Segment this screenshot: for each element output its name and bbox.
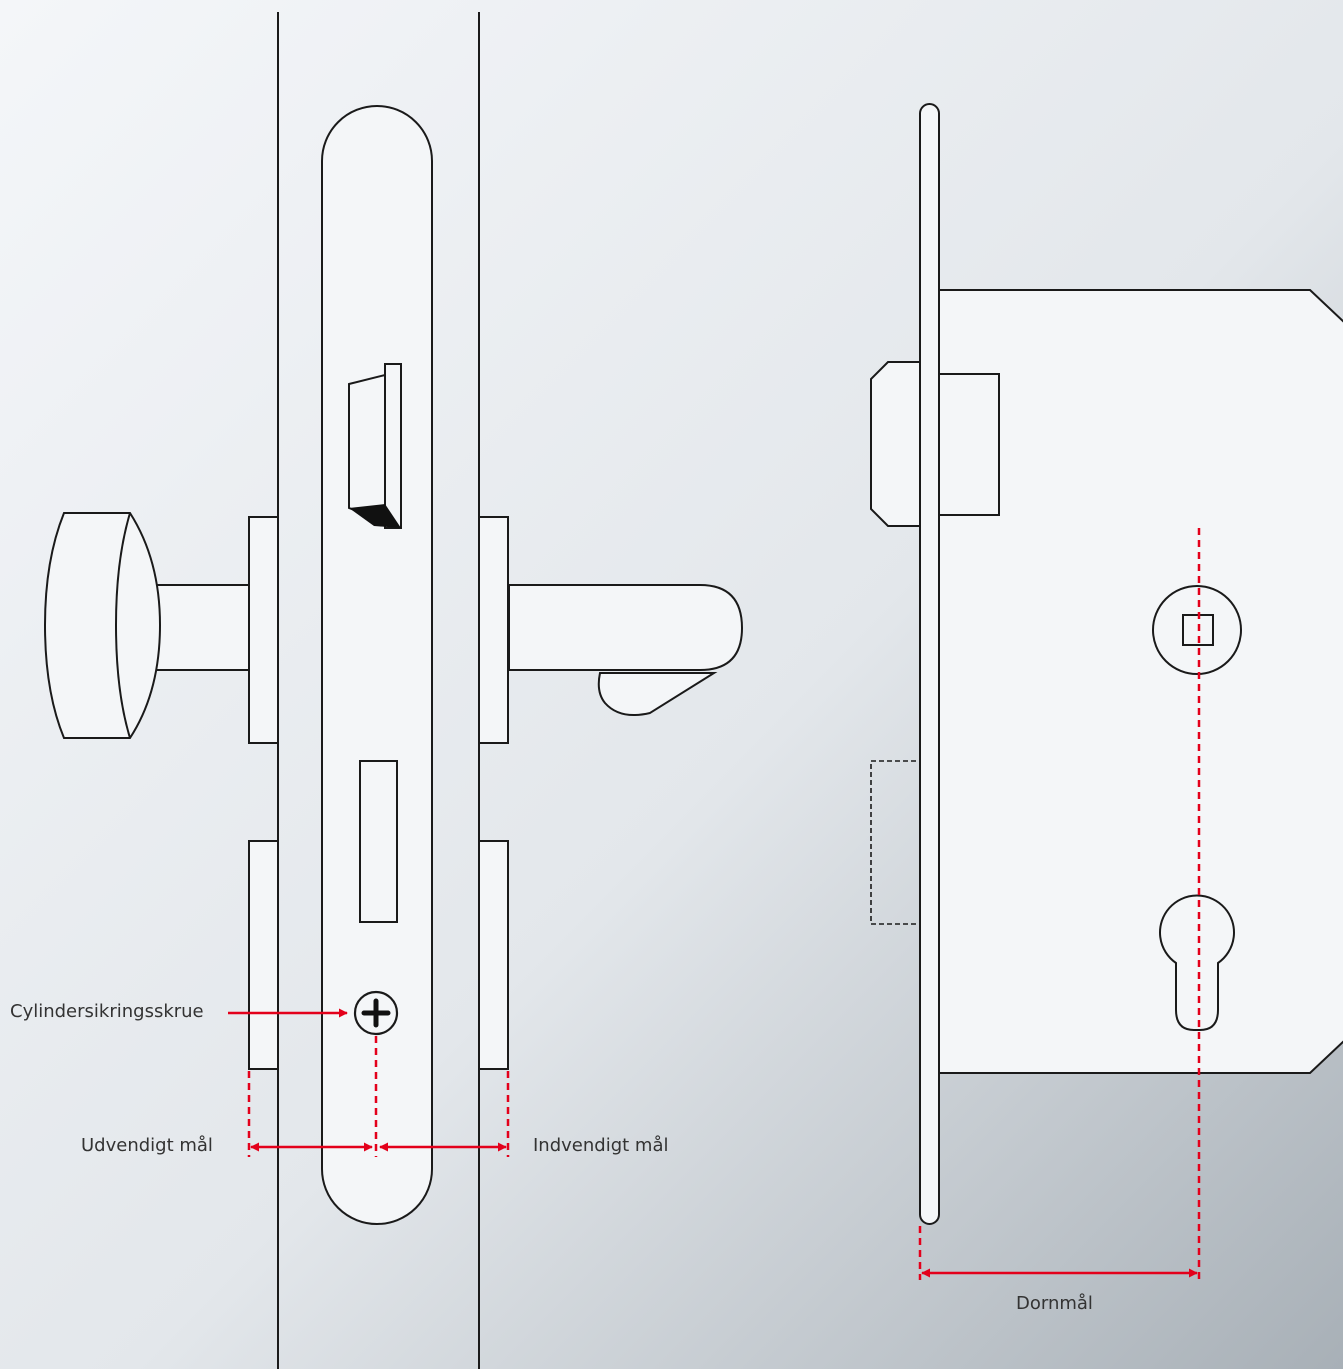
inner-lever-handle [508, 584, 744, 671]
lock-faceplate [321, 105, 433, 1225]
outer-knob-face-edge [114, 512, 131, 739]
latch [348, 363, 402, 529]
hidden-bolt-outline [870, 760, 921, 925]
lock-faceplate-side [919, 103, 940, 1225]
backset-label: Dornmål [1016, 1293, 1093, 1314]
outer-knob [43, 512, 162, 739]
outer-cylinder-rose [248, 840, 279, 1070]
bolt-slot [359, 760, 398, 923]
inner-lever-tip [597, 672, 718, 716]
latch-bolt [870, 361, 921, 527]
dimension-lines [228, 528, 1201, 1280]
outside-measure-label: Udvendigt mål [81, 1135, 213, 1156]
inner-cylinder-rose [478, 840, 509, 1070]
cylinder-screw-icon [353, 990, 399, 1036]
inner-rose [478, 516, 509, 744]
cylinder-keyhole [1159, 894, 1235, 1031]
outer-rose [248, 516, 279, 744]
cylinder-screw-label: Cylindersikringsskrue [10, 1001, 204, 1022]
inside-measure-label: Indvendigt mål [533, 1135, 669, 1156]
deadbolt-body [937, 373, 1000, 516]
